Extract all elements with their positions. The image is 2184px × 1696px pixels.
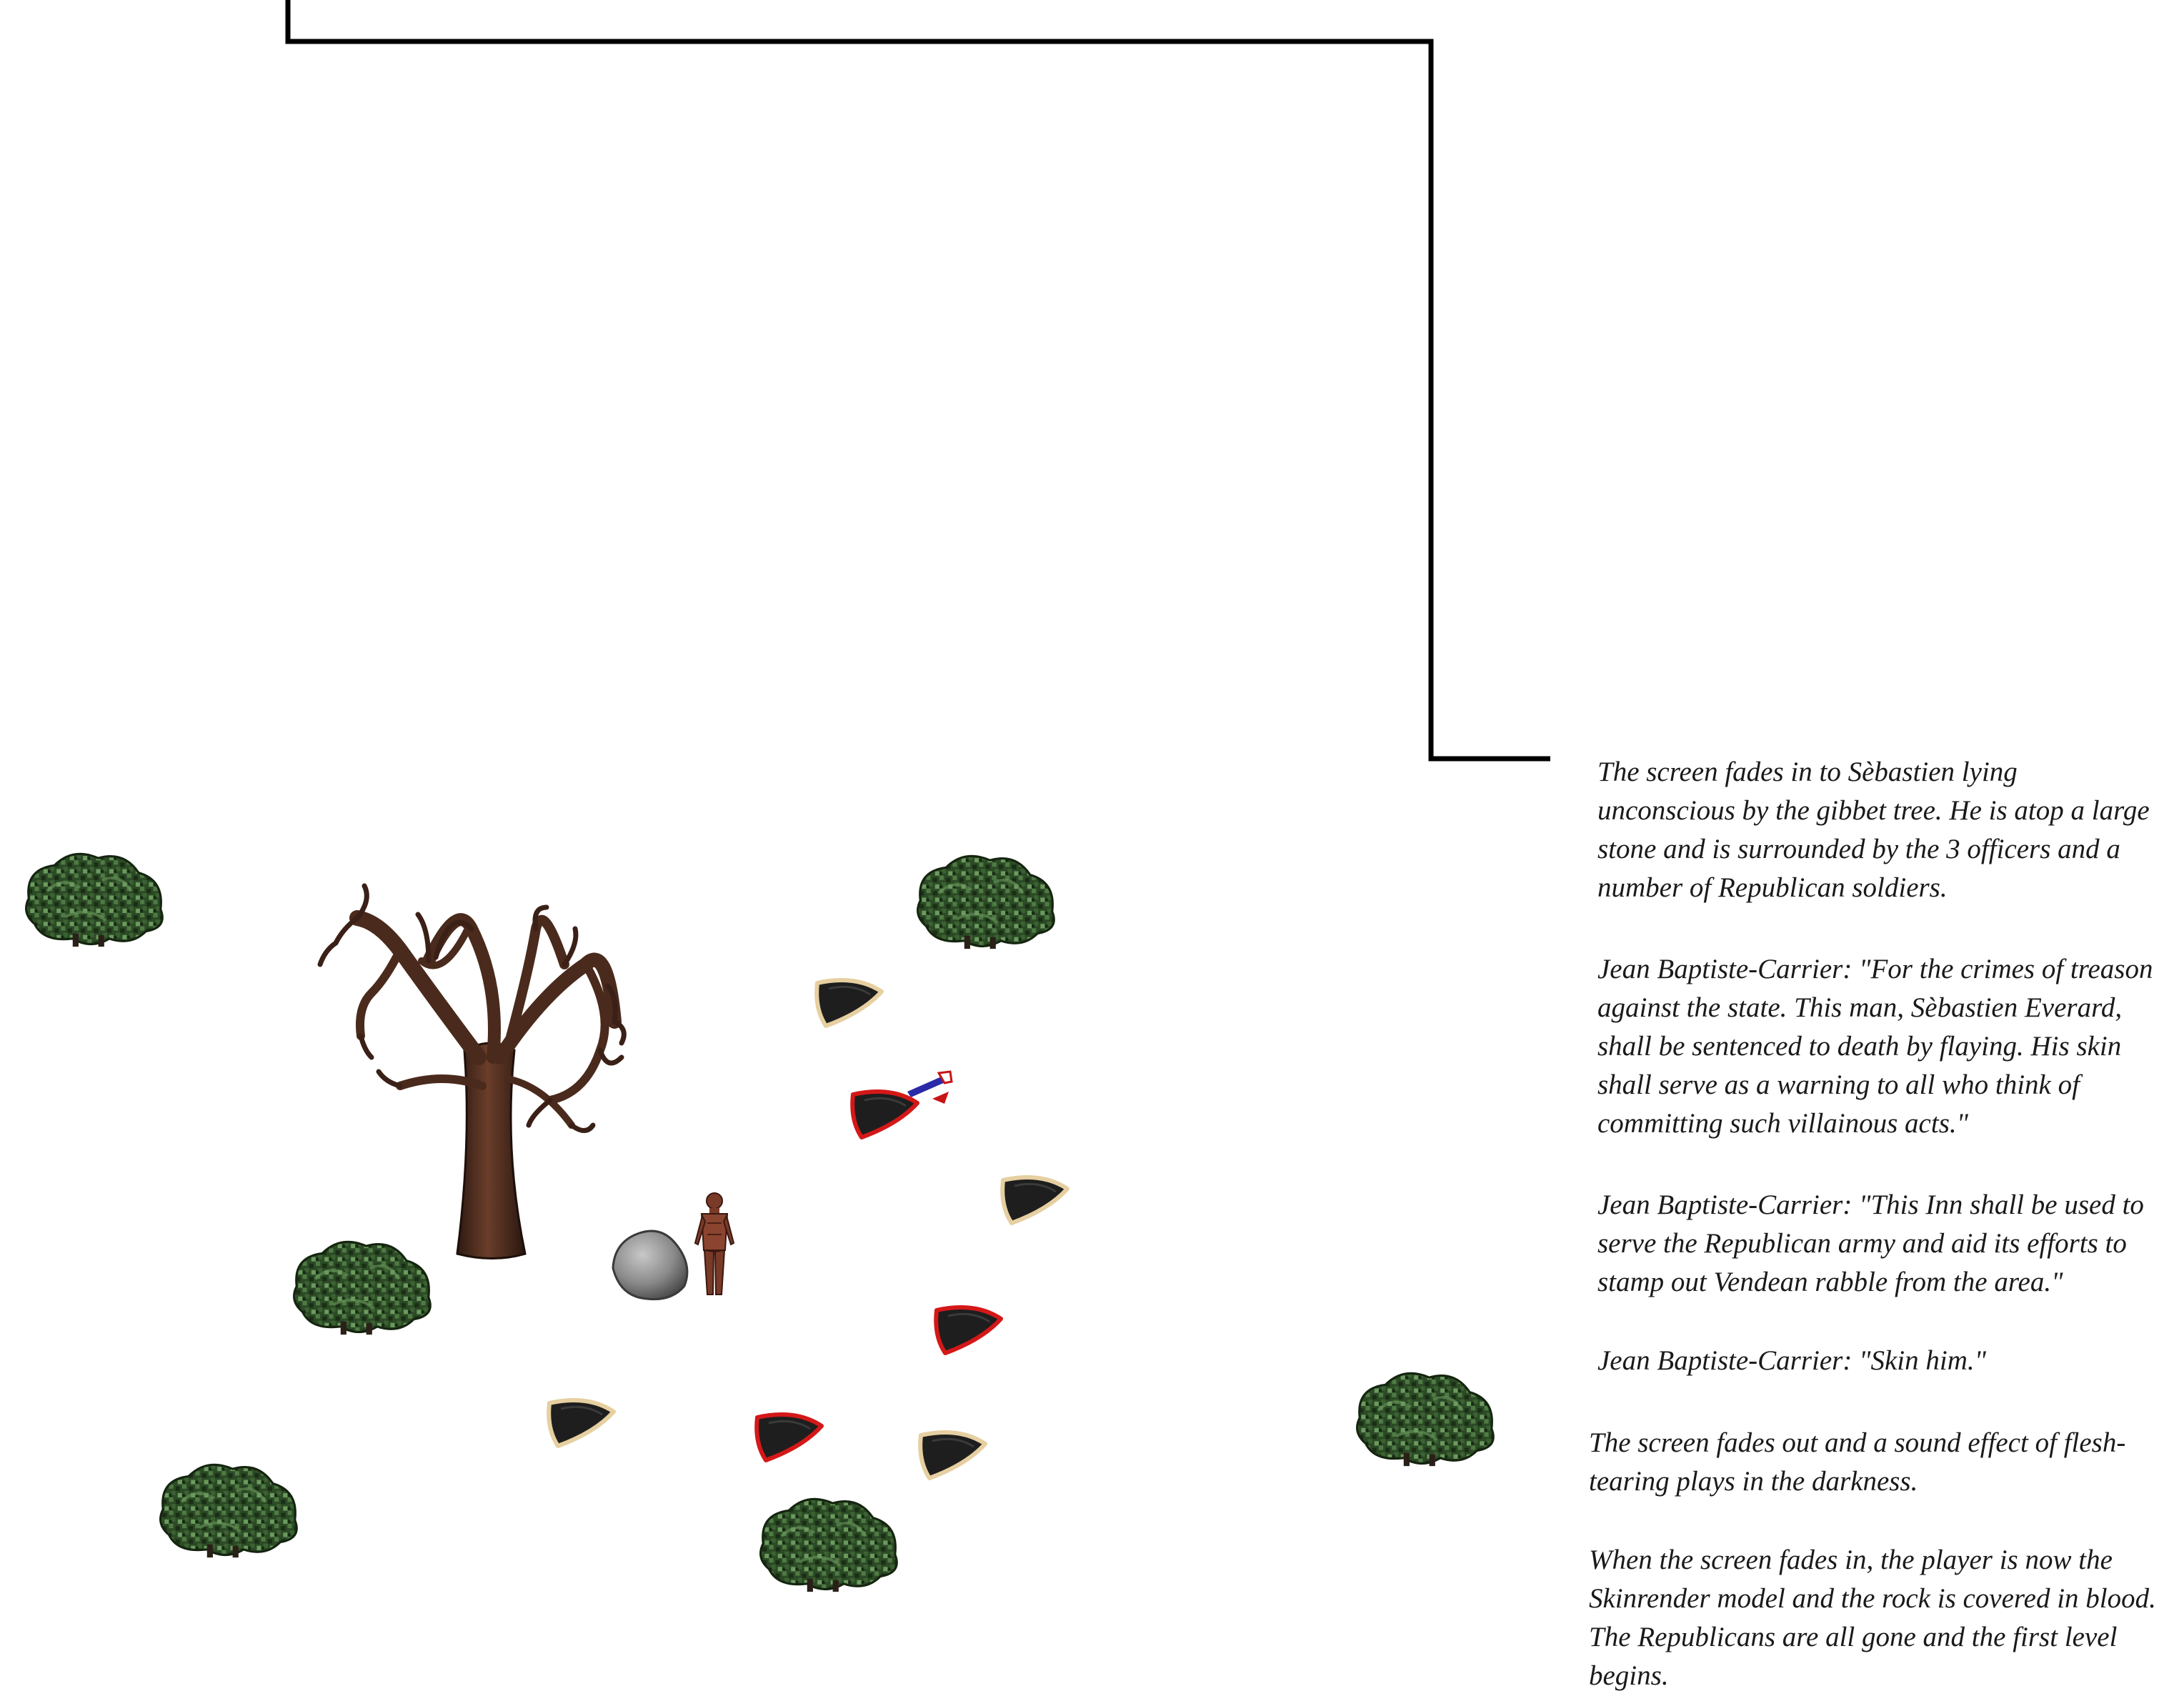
gibbet-tree-sprite [317, 883, 627, 1259]
soldier-tricorne-hat [1002, 1177, 1067, 1223]
bush-sprite [918, 856, 1054, 949]
dialogue-line: Jean Baptiste-Carrier: "For the crimes o… [1597, 954, 2153, 1139]
bush-sprite [294, 1242, 431, 1335]
dialogue-line: Jean Baptiste-Carrier: "Skin him." [1597, 1345, 1987, 1376]
bush-sprite [761, 1499, 897, 1592]
soldier-tricorne-hat [817, 980, 882, 1026]
bush-sprite [161, 1465, 297, 1557]
officer-tricorne-hat [936, 1307, 1001, 1353]
sebastien-player-sprite [694, 1192, 735, 1295]
bush-sprite [1357, 1373, 1494, 1466]
map-wall [285, 0, 1550, 762]
officer-tricorne-hat [757, 1415, 822, 1460]
officer-tricorne-hat [852, 1092, 917, 1137]
soldier-tricorne-hat [549, 1400, 614, 1446]
soldier-tricorne-hat [920, 1432, 985, 1478]
tricolour-pennant-sprite [907, 1070, 953, 1104]
narration-paragraph: The screen fades in to Sèbastien lying u… [1597, 757, 2150, 903]
dialogue-line: Jean Baptiste-Carrier: "This Inn shall b… [1597, 1189, 2144, 1297]
large-stone-sprite [612, 1229, 689, 1301]
narration-paragraph: When the screen fades in, the player is … [1589, 1545, 2156, 1691]
narration-paragraph: The screen fades out and a sound effect … [1589, 1427, 2126, 1497]
bush-sprite [26, 854, 163, 947]
